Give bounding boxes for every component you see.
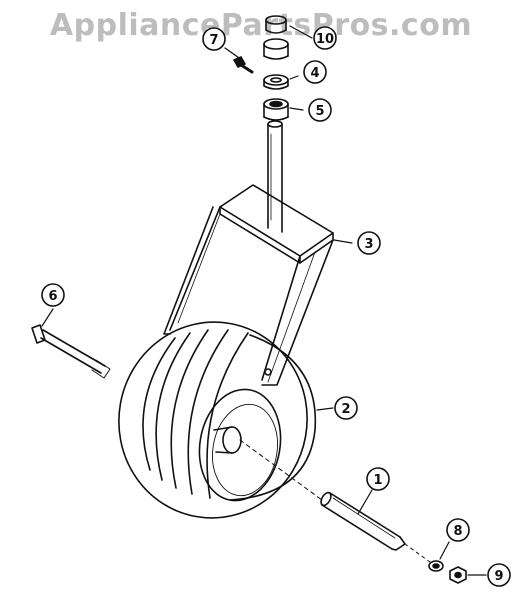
callout-label-7: 7: [209, 33, 218, 48]
callout-label-1: 1: [373, 473, 382, 488]
part-lock-washer: [428, 560, 444, 572]
leader-lines: [41, 25, 487, 576]
callout-label-3: 3: [364, 237, 373, 252]
part-nut: [449, 566, 467, 584]
part-bearing: [263, 98, 289, 121]
callout-label-2: 2: [341, 402, 350, 417]
callout-label-8: 8: [453, 524, 462, 539]
part-wheel: [118, 321, 317, 519]
callout-label-10: 10: [316, 32, 334, 47]
part-cap: [265, 15, 287, 34]
part-long-bolt: [31, 324, 111, 379]
callout-label-9: 9: [494, 569, 503, 584]
assembly-guide-line: [404, 543, 431, 563]
axle-centerline: [239, 439, 323, 501]
part-screw: [233, 56, 254, 74]
callout-label-4: 4: [310, 66, 319, 81]
part-axle: [320, 491, 406, 551]
part-bushing-top: [263, 38, 289, 60]
part-washer: [263, 74, 289, 90]
part-caster-fork: [163, 120, 334, 386]
callout-label-5: 5: [315, 104, 324, 119]
watermark: AppliancePartsPros.com: [49, 8, 473, 43]
callout-label-6: 6: [48, 289, 57, 304]
